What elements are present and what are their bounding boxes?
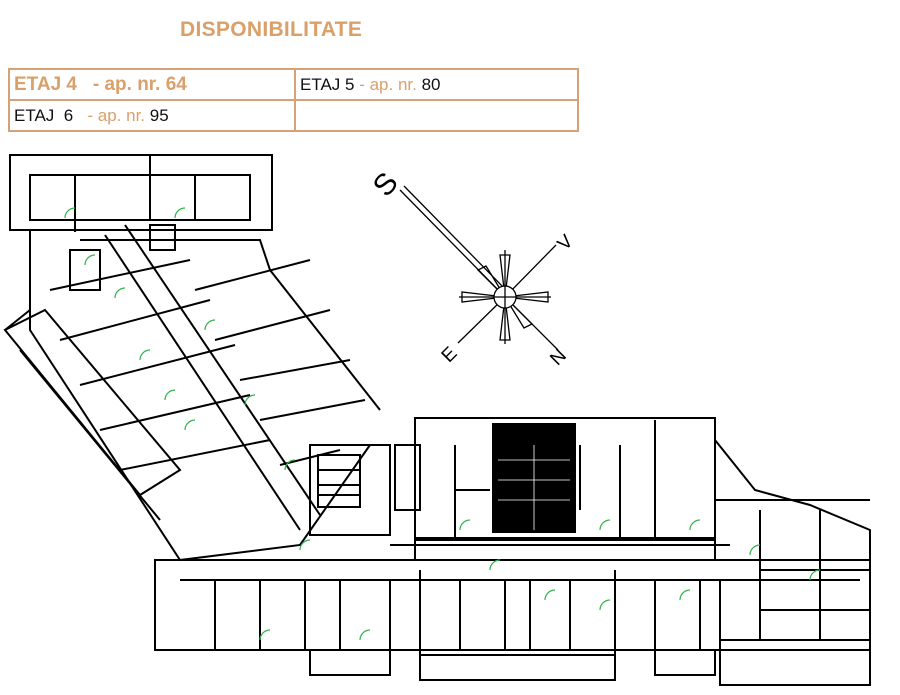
apartment-number: 80 (421, 74, 441, 94)
apartment-number: - ap. nr. 64 (77, 73, 187, 95)
stair-steps (498, 445, 570, 530)
availability-cell-floor-6[interactable]: ETAJ 6 - ap. nr. 95 (8, 99, 296, 132)
floor-label: ETAJ 5 (300, 74, 355, 94)
compass-rose (399, 185, 559, 351)
compass-label-south: S (367, 166, 405, 203)
availability-table: ETAJ 4 - ap. nr. 64 ETAJ 5 - ap. nr. 80 … (8, 68, 579, 132)
availability-cell-floor-5[interactable]: ETAJ 5 - ap. nr. 80 (294, 68, 579, 101)
floor-label: ETAJ 4 (14, 73, 78, 95)
floor-label: ETAJ 6 (14, 105, 74, 125)
availability-cell-empty (294, 99, 579, 132)
door-swings (64, 207, 821, 641)
page-title: DISPONIBILITATE (180, 18, 363, 41)
compass-label-north: N (546, 345, 571, 370)
apartment-prefix: - ap. nr. (354, 74, 422, 94)
apartment-number: 95 (149, 105, 169, 125)
building-outline (3, 154, 871, 686)
compass-label-east: E (438, 343, 462, 367)
compass-label-west: V (554, 231, 578, 255)
apartment-prefix: - ap. nr. (73, 105, 150, 125)
availability-cell-floor-4[interactable]: ETAJ 4 - ap. nr. 64 (8, 68, 296, 101)
